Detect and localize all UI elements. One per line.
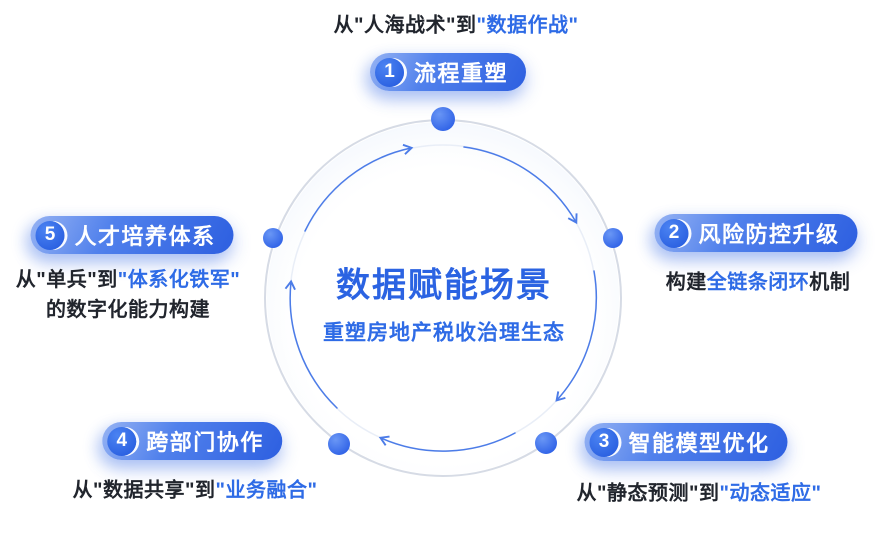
node-dot-5	[263, 228, 283, 248]
caption-line-2: 的数字化能力构建	[46, 299, 210, 321]
node-number-badge-3: 3	[589, 427, 619, 457]
node-number-badge-2: 2	[659, 218, 689, 248]
caption-text: 从"单兵"到	[15, 269, 118, 291]
caption-text: 从"数据共享"到	[72, 479, 216, 502]
clockwise-arrow-1	[463, 146, 578, 225]
cycle-inner-glow	[267, 122, 619, 474]
node-pill-5: 5 人才培养体系	[30, 216, 234, 254]
node-label-5: 人才培养体系	[74, 224, 216, 249]
center-title: 数据赋能场景	[336, 266, 552, 305]
node-pill-2: 2 风险防控升级	[654, 214, 858, 252]
clockwise-arrow-5	[304, 143, 414, 232]
caption-highlight: "体系化铁军"	[117, 269, 241, 291]
node-caption-2: 构建全链条闭环机制	[666, 266, 851, 295]
node-label-4: 跨部门协作	[146, 430, 264, 455]
node-dot-4	[328, 433, 350, 455]
clockwise-arrow-4	[284, 279, 338, 409]
caption-line-1: 从"单兵"到"体系化铁军"	[16, 265, 240, 295]
caption-highlight: "业务融合"	[215, 479, 318, 502]
node-number-badge-4: 4	[107, 426, 137, 456]
caption-text: 从"人海战术"到	[333, 14, 477, 37]
center-text-block: 数据赋能场景 重塑房地产税收治理生态	[323, 258, 565, 347]
caption-highlight: "数据作战"	[476, 14, 579, 37]
node-caption-1: 从"人海战术"到"数据作战"	[334, 9, 579, 38]
node-caption-3: 从"静态预测"到"动态适应"	[577, 477, 822, 506]
node-dot-2	[603, 228, 623, 248]
caption-text: 从"静态预测"到	[576, 482, 720, 505]
node-label-2: 风险防控升级	[698, 222, 840, 247]
caption-highlight: 全链条闭环	[706, 271, 810, 294]
node-label-3: 智能模型优化	[628, 431, 770, 456]
clockwise-arrow-3	[378, 432, 516, 452]
node-dot-3	[535, 432, 557, 454]
caption-highlight: "动态适应"	[719, 482, 822, 505]
node-label-1: 流程重塑	[413, 61, 509, 86]
node-number-badge-5: 5	[35, 220, 65, 250]
node-caption-4: 从"数据共享"到"业务融合"	[73, 474, 318, 503]
node-caption-5: 从"单兵"到"体系化铁军" 的数字化能力构建	[16, 265, 240, 325]
node-pill-3: 3 智能模型优化	[584, 423, 788, 461]
node-pill-1: 1 流程重塑	[369, 53, 527, 91]
clockwise-arrow-2	[555, 270, 598, 402]
center-subtitle: 重塑房地产税收治理生态	[323, 321, 565, 345]
node-pill-4: 4 跨部门协作	[102, 422, 282, 460]
caption-text: 机制	[809, 271, 851, 294]
node-dot-1	[431, 107, 455, 131]
caption-text: 构建	[665, 271, 707, 294]
node-number-badge-1: 1	[374, 57, 404, 87]
